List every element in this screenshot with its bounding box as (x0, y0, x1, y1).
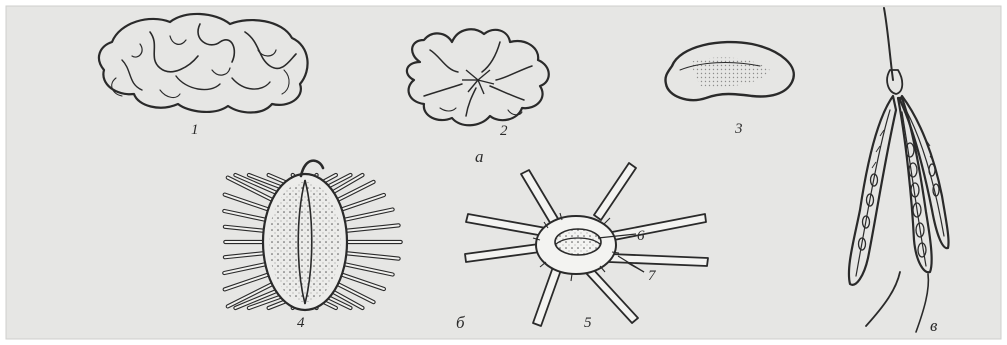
seed-texture (269, 182, 341, 302)
label-6: 6 (637, 228, 645, 244)
label-group-a: а (475, 147, 484, 166)
label-group-v: в (930, 316, 938, 335)
label-4: 4 (297, 315, 305, 331)
label-5: 5 (584, 315, 592, 331)
paper-background (6, 6, 1001, 339)
label-3: 3 (734, 121, 743, 137)
label-2: 2 (500, 123, 508, 139)
label-1: 1 (191, 122, 199, 138)
label-group-b: б (456, 313, 465, 332)
